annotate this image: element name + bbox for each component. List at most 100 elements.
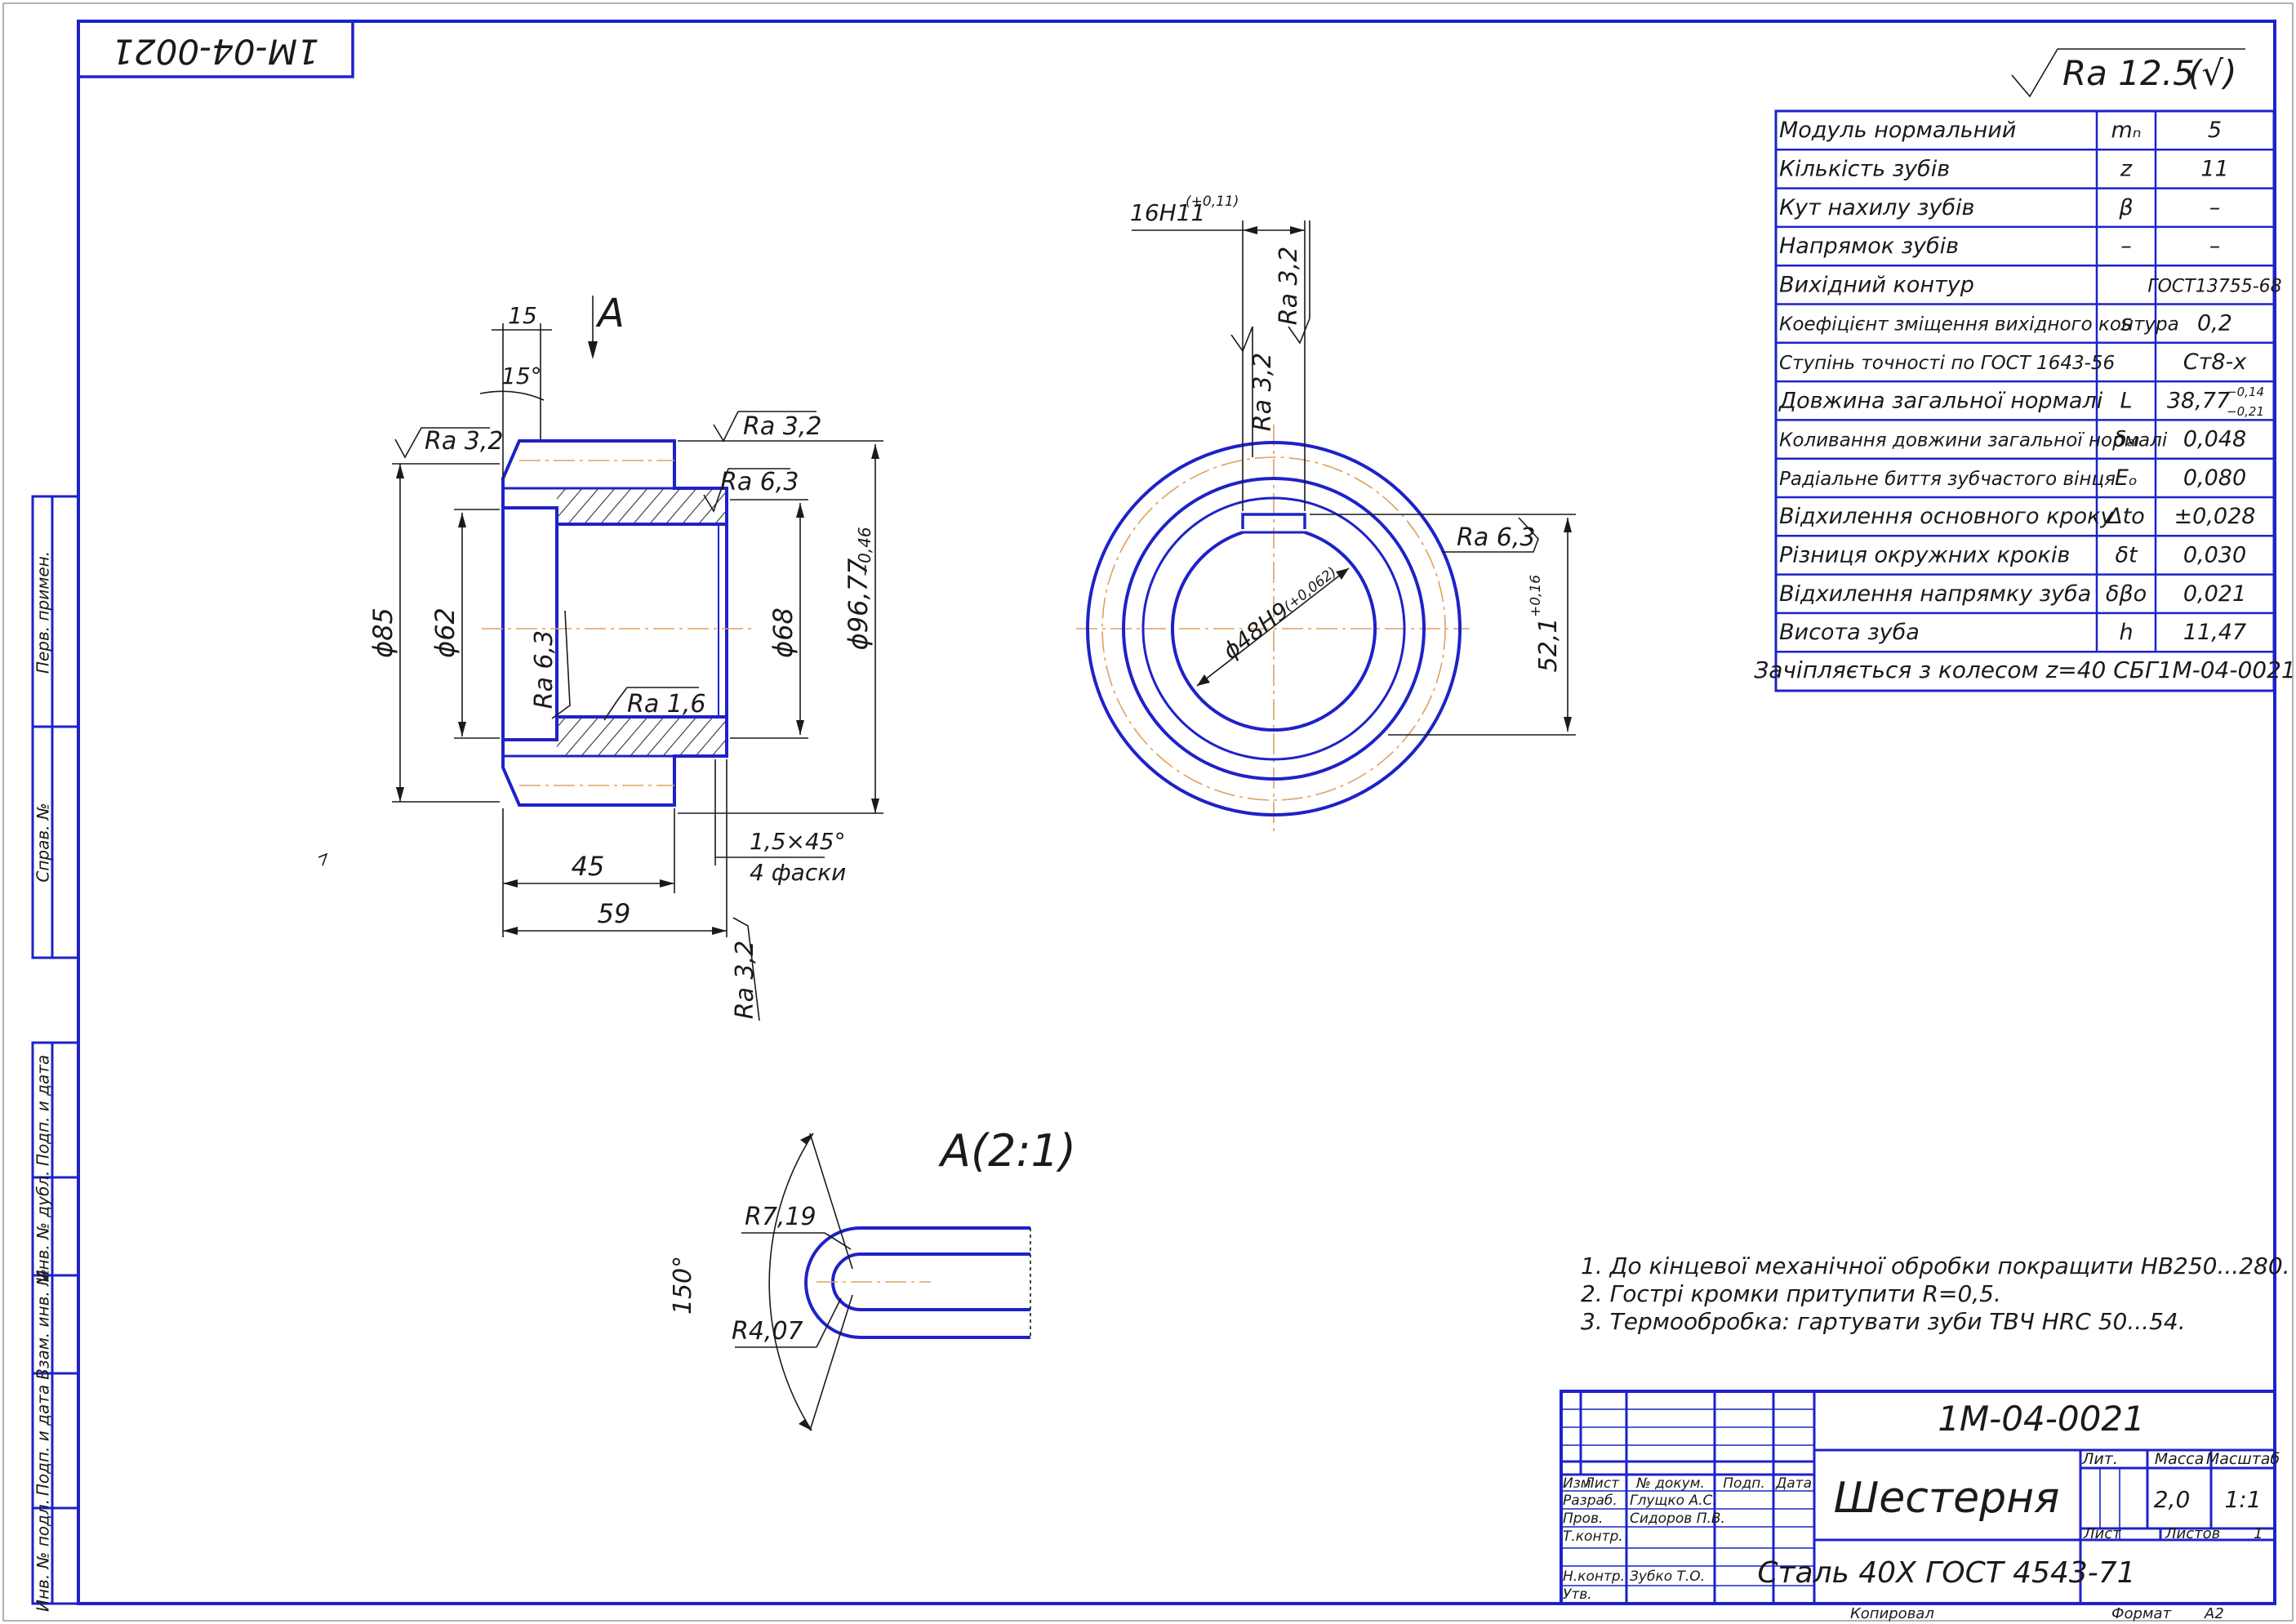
note-2: 2. Гострі кромки притупити R=0,5. <box>1581 1280 2001 1307</box>
param-symbol: L <box>2120 388 2132 413</box>
tb-person-prov: Сидоров П.В. <box>1630 1511 1725 1527</box>
param-name: Довжина загальної нормалі <box>1778 388 2103 413</box>
tb-massa-val: 2,0 <box>2154 1486 2191 1513</box>
param-name: Модуль нормальний <box>1779 118 2016 143</box>
param-value: ±0,028 <box>2174 504 2256 529</box>
dim-d85: ϕ85 <box>367 607 398 658</box>
mesh-note: Зачіпляється з колесом z=40 СБГ1М-04-002… <box>1754 656 2295 683</box>
tb-masshtab-val: 1:1 <box>2224 1486 2261 1513</box>
keyway-width: 16H11 <box>1130 199 1205 226</box>
tb-hdr-list: Лист <box>1583 1475 1620 1492</box>
dim-d96: ϕ96,77 <box>843 558 874 650</box>
param-name: Радіальне биття зубчастого вінця <box>1779 469 2116 490</box>
strip-podp1: Подп. и дата <box>33 1055 53 1166</box>
ra-right-top: Ra 3,2 <box>743 412 821 441</box>
param-symbol: δβo <box>2106 581 2147 607</box>
param-value: 0,048 <box>2183 427 2246 452</box>
param-value: 0,030 <box>2183 542 2246 567</box>
detail-view: A(2:1) R7,19 R4,07 150° <box>669 1125 1076 1431</box>
dim-len59: 59 <box>598 898 631 929</box>
param-symbol: h <box>2119 620 2133 645</box>
param-value: – <box>2209 195 2221 220</box>
dim-angle15: 15° <box>501 363 542 389</box>
dim-d62: ϕ62 <box>429 607 461 658</box>
param-symbol: – <box>2120 234 2132 259</box>
tb-massa: Масса <box>2155 1450 2205 1468</box>
param-symbol: Eₒ <box>2115 465 2138 491</box>
tb-role-razrab: Разраб. <box>1563 1493 1617 1509</box>
end-view: 16H11 (+0,11) Ra 3,2 Ra 3,2 Ra 6,3 ϕ48H9… <box>1076 194 1576 833</box>
strip-dubl: Инв. № дубл. <box>33 1171 53 1283</box>
tb-name: Шестерня <box>1834 1474 2060 1523</box>
param-name: Висота зуба <box>1779 620 1920 645</box>
view-arrow-label: A <box>595 291 625 336</box>
tb-hdr-podp: Подп. <box>1723 1475 1764 1492</box>
note-1: 1. До кінцевої механічної обробки покращ… <box>1581 1252 2290 1279</box>
param-value: 11,47 <box>2183 620 2246 645</box>
param-name: Кут нахилу зубів <box>1779 195 1974 220</box>
param-symbol: Δto <box>2106 504 2145 529</box>
tb-hdr-izm: Изм <box>1563 1475 1591 1492</box>
dim-chamfer: 1,5×45° <box>750 828 846 855</box>
bore-dia: ϕ48H9 <box>1217 597 1294 665</box>
param-name: Вихідний контур <box>1779 272 1974 297</box>
strip-podl: Инв. № подл. <box>33 1499 53 1612</box>
param-value: 0,2 <box>2197 311 2232 336</box>
tb-list: Лист <box>2083 1525 2121 1542</box>
param-symbol: s <box>2120 311 2132 336</box>
param-symbol: z <box>2120 156 2133 181</box>
tb-kopiroval: Копировал <box>1850 1605 1934 1622</box>
tb-lit: Лит. <box>2081 1450 2118 1468</box>
ra-left-top: Ra 3,2 <box>425 427 503 456</box>
dim-len45: 45 <box>572 851 605 882</box>
param-value: ГОСТ13755-68 <box>2147 276 2281 296</box>
param-upper-tol: −0,14 <box>2227 385 2264 399</box>
tb-format-val: А2 <box>2204 1605 2224 1622</box>
side-strip: Перв. примен. Справ. № Подп. и дата Инв.… <box>31 495 80 1612</box>
strip-vzam: Взам. инв. № <box>33 1269 53 1380</box>
tb-format: Формат <box>2111 1605 2172 1622</box>
param-name: Ступінь точності по ГОСТ 1643-56 <box>1779 353 2115 374</box>
tb-person-razrab: Глущко А.С. <box>1630 1493 1717 1509</box>
ra-keyway-left: Ra 3,2 <box>1248 353 1277 431</box>
param-name: Коефіцієнт зміщення вихідного контура <box>1779 314 2179 336</box>
dim-top15: 15 <box>508 302 537 329</box>
param-value: 38,77 <box>2167 388 2230 413</box>
tb-role-prov: Пров. <box>1563 1511 1603 1527</box>
ra-inner: Ra 1,6 <box>627 690 705 719</box>
tb-code: 1М-04-0021 <box>1938 1399 2145 1439</box>
tb-person-nkontr: Зубко Т.О. <box>1630 1568 1705 1585</box>
strip-podp2: Подп. и дата <box>33 1385 53 1496</box>
stamp-code: 1М-04-0021 <box>112 32 319 72</box>
param-lower-tol: −0,21 <box>2227 404 2264 419</box>
tb-role-utv: Утв. <box>1563 1586 1592 1603</box>
param-name: Відхилення напрямку зуба <box>1779 581 2091 607</box>
param-value: 11 <box>2200 156 2228 181</box>
strip-sprav: Справ. № <box>33 803 53 882</box>
title-block: 1М-04-0021 Шестерня Сталь 40Х ГОСТ 4543-… <box>1560 1390 2280 1622</box>
svg-text:Ra 12.5: Ra 12.5 <box>2062 53 2195 93</box>
ra-step: Ra 6,3 <box>720 468 799 496</box>
param-name: Різниця окружних кроків <box>1779 542 2070 567</box>
note-3: 3. Термообробка: гартувати зуби ТВЧ HRC … <box>1581 1308 2186 1335</box>
dim-d96-tol: −0,46 <box>855 527 874 576</box>
tb-role-nkontr: Н.контр. <box>1563 1568 1625 1585</box>
detail-angle: 150° <box>669 1256 697 1315</box>
strip-perv: Перв. примен. <box>33 551 53 674</box>
tb-masshtab: Масштаб <box>2206 1450 2280 1468</box>
tech-notes: 1. До кінцевої механічної обробки покращ… <box>1581 1252 2290 1335</box>
param-value: 0,021 <box>2183 581 2246 607</box>
param-symbol: mₙ <box>2111 118 2141 143</box>
ra-outer: Ra 6,3 <box>1457 523 1535 552</box>
tb-material: Сталь 40Х ГОСТ 4543-71 <box>1757 1556 2135 1590</box>
tb-listov: Листов <box>2165 1525 2220 1542</box>
height-dim: 52,1 <box>1534 618 1563 673</box>
roughness-general: Ra 12.5 (√) <box>2011 48 2245 98</box>
tb-role-tkontr: Т.контр. <box>1563 1528 1623 1545</box>
param-value: – <box>2209 234 2221 259</box>
ra-bottom: Ra 3,2 <box>731 941 759 1019</box>
param-value: Ст8-х <box>2183 349 2248 375</box>
detail-r-outer: R7,19 <box>745 1203 817 1231</box>
